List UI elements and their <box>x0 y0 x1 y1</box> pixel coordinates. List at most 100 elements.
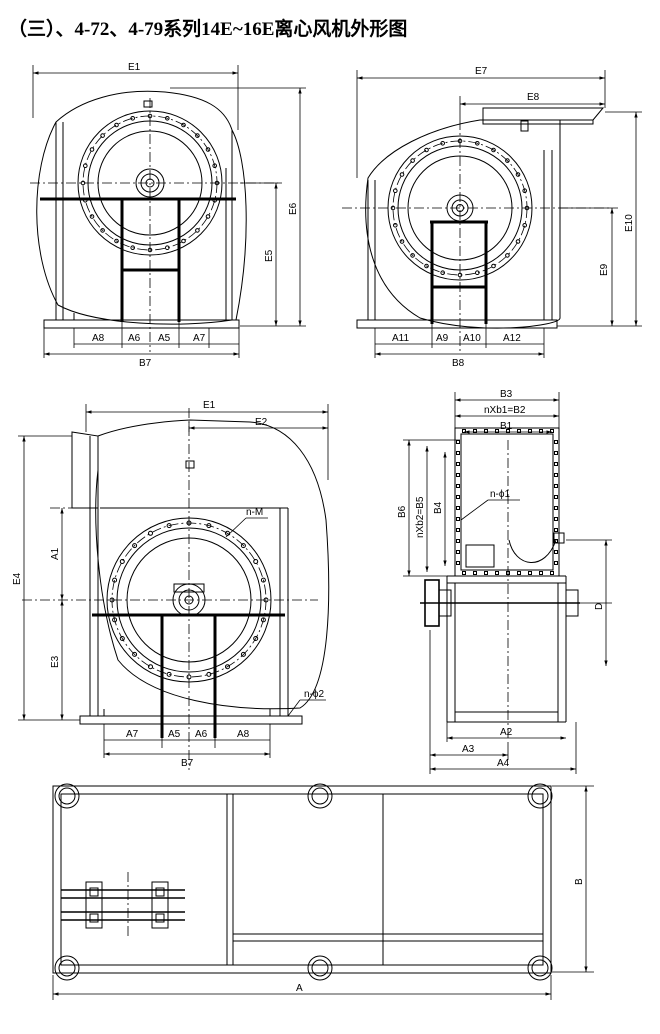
flange-hole <box>550 571 554 575</box>
label-A11: A11 <box>392 333 409 344</box>
bolt-hole <box>195 133 200 138</box>
label-B7-middle: B7 <box>181 758 194 769</box>
flange-hole <box>554 451 558 455</box>
bolt-hole <box>205 147 211 152</box>
label-E5: E5 <box>264 249 275 262</box>
flange-hole <box>554 484 558 488</box>
label-A9: A9 <box>436 333 449 344</box>
label-E7: E7 <box>475 66 488 77</box>
label-E1-middle: E1 <box>203 400 216 411</box>
label-nphi2: n-ϕ2 <box>304 689 324 700</box>
bolt-hole <box>440 270 446 276</box>
bolt-hole <box>195 228 200 233</box>
label-A1: A1 <box>50 547 61 560</box>
bolt-hole <box>132 543 138 549</box>
flange-hole <box>456 517 460 521</box>
bolt-hole <box>505 158 510 163</box>
flange-hole <box>456 451 460 455</box>
bolt-hole <box>181 122 186 128</box>
bolt-hole <box>89 147 95 152</box>
label-nXb2B5: nXb2=B5 <box>415 496 426 538</box>
label-A7: A7 <box>193 333 206 344</box>
bolt-hole <box>399 239 405 244</box>
label-E1: E1 <box>128 62 141 73</box>
flange-hole <box>554 473 558 477</box>
bolt-hole <box>491 263 496 269</box>
bolt-hole <box>114 238 119 244</box>
bolt-hole <box>114 122 119 128</box>
flange-hole <box>554 539 558 543</box>
flange-hole <box>554 440 558 444</box>
bolt-hole <box>505 253 510 258</box>
flange-hole <box>539 571 543 575</box>
label-A7-middle: A7 <box>126 729 139 740</box>
flange-hole <box>456 462 460 466</box>
label-A4: A4 <box>497 758 510 769</box>
view-side: B3 nXb1=B2 B1 n-ϕ1 B6 nXb2=B5 B4 D A2 A3… <box>397 389 612 774</box>
bolt-hole <box>424 147 429 153</box>
view-front-right: E7 E8 E9 E10 A11 A9 A10 A12 B8 <box>342 66 642 369</box>
view-base-plan: A B <box>52 783 594 1000</box>
label-B3: B3 <box>500 389 513 400</box>
bolt-hole <box>130 245 135 250</box>
label-E6: E6 <box>288 202 299 215</box>
bolt-hole <box>181 238 186 244</box>
flange-hole <box>456 440 460 444</box>
bolt-hole <box>212 163 217 168</box>
bolt-hole <box>399 172 405 177</box>
label-B8: B8 <box>452 358 465 369</box>
bolt-hole <box>393 188 398 193</box>
label-B7: B7 <box>139 358 152 369</box>
bolt-hole <box>424 263 429 269</box>
flange-hole <box>528 571 532 575</box>
label-A10: A10 <box>463 333 481 344</box>
flange-hole <box>456 550 460 554</box>
flange-hole <box>554 528 558 532</box>
flange-hole <box>554 517 558 521</box>
bolt-hole <box>112 577 118 583</box>
label-A8: A8 <box>92 333 105 344</box>
bolt-hole <box>515 239 521 244</box>
bolt-hole <box>410 253 415 258</box>
flange-hole <box>484 571 488 575</box>
bolt-hole <box>260 617 266 623</box>
bolt-hole <box>253 559 259 564</box>
label-nXb1B2: nXb1=B2 <box>484 405 526 416</box>
bolt-hole <box>260 577 266 583</box>
label-A5: A5 <box>158 333 171 344</box>
flange-hole <box>554 561 558 565</box>
bolt-hole <box>148 664 153 670</box>
bolt-hole <box>440 141 446 146</box>
label-B1: B1 <box>500 421 513 432</box>
label-nM: n-M <box>246 507 263 518</box>
bolt-hole <box>112 617 118 623</box>
bolt-hole <box>206 671 212 677</box>
flange-hole <box>517 571 521 575</box>
bolt-hole <box>132 651 138 657</box>
bolt-hole <box>522 188 528 193</box>
view-front-middle: E1 E2 n-M n-ϕ2 A1 E3 E4 A7 A5 A6 A8 B7 <box>12 400 330 770</box>
bolt-hole <box>130 116 135 121</box>
label-E9: E9 <box>599 263 610 276</box>
label-B: B <box>574 878 585 885</box>
label-A: A <box>296 983 303 994</box>
flange-hole <box>456 495 460 499</box>
bolt-hole <box>165 116 170 121</box>
bolt-hole <box>515 172 521 177</box>
label-D: D <box>594 603 605 610</box>
bolt-hole <box>148 530 153 536</box>
bolt-hole <box>475 141 480 146</box>
bolt-hole <box>119 559 125 564</box>
bolt-hole <box>491 147 496 153</box>
bolt-hole <box>119 636 125 641</box>
label-E10: E10 <box>624 214 635 232</box>
flange-hole <box>462 571 466 575</box>
bolt-hole <box>253 636 259 641</box>
bolt-hole <box>522 223 528 228</box>
bolt-hole <box>166 523 172 529</box>
label-A6-middle: A6 <box>195 729 208 740</box>
label-nphi1: n-ϕ1 <box>490 489 510 500</box>
view-front-left: E1 E5 E6 A8 A6 A5 A7 B7 <box>30 62 306 369</box>
flange-hole <box>456 473 460 477</box>
